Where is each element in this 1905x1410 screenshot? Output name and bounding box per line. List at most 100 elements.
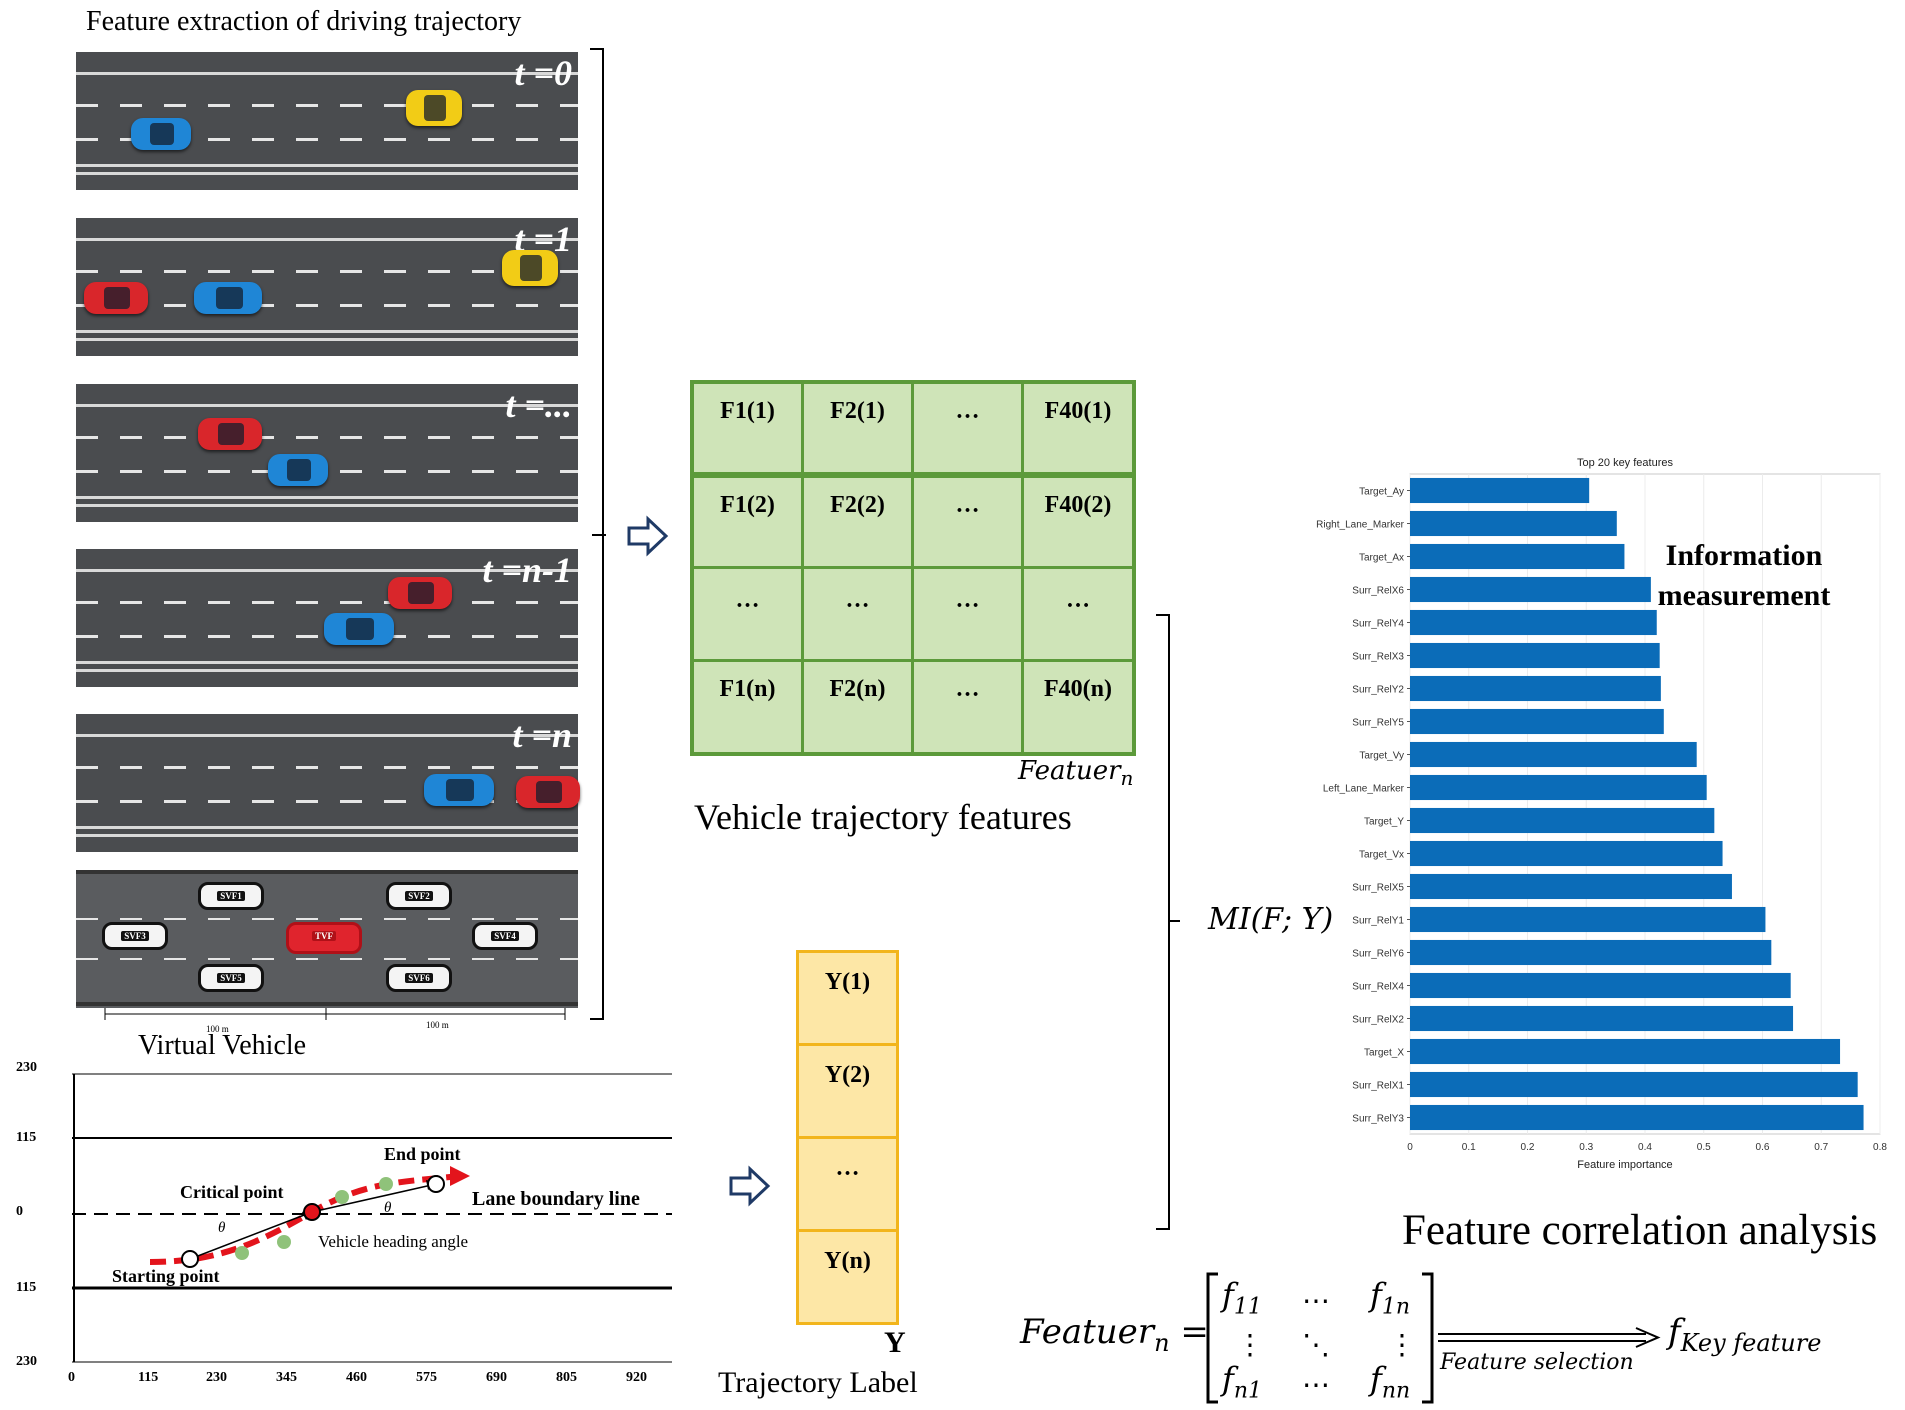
chart-title: Top 20 key features bbox=[1577, 457, 1674, 469]
bar bbox=[1410, 609, 1657, 636]
vehicle-svf1: SVF1 bbox=[198, 882, 264, 910]
vehicle-yellow bbox=[406, 90, 462, 126]
x-tick-label: 0.2 bbox=[1521, 1142, 1535, 1153]
matrix-cell: F2(1) bbox=[802, 382, 913, 474]
feature-selection-label: Feature selection bbox=[1440, 1350, 1634, 1375]
label-cell: … bbox=[796, 1136, 899, 1232]
vehicle-yellow bbox=[502, 250, 558, 286]
mi-bracket bbox=[1156, 614, 1170, 1230]
vehicle-blue bbox=[131, 118, 191, 150]
category-label: Surr_RelY5 bbox=[1352, 718, 1404, 729]
bar bbox=[1410, 708, 1664, 735]
time-label: t =n bbox=[512, 715, 572, 755]
road-frame-t-n-1: t =n-1 bbox=[76, 549, 578, 687]
x-tick-label: 0.4 bbox=[1638, 1142, 1652, 1153]
category-label: Surr_RelY6 bbox=[1352, 949, 1404, 960]
vehicle-tvf: TVF bbox=[286, 922, 362, 954]
equation-rhs: fKey feature bbox=[1668, 1312, 1822, 1357]
starting-point-label: Starting point bbox=[112, 1266, 220, 1286]
vehicle-svf6: SVF6 bbox=[386, 964, 452, 992]
x-tick: 920 bbox=[626, 1370, 647, 1385]
category-label: Surr_RelX3 bbox=[1352, 652, 1404, 663]
vehicle-blue bbox=[424, 774, 494, 806]
x-tick-label: 0.8 bbox=[1873, 1142, 1887, 1153]
matrix-cell: F2(2) bbox=[802, 474, 913, 568]
y-tick: 115 bbox=[16, 1130, 37, 1145]
bar bbox=[1410, 642, 1660, 669]
x-tick-label: 0 bbox=[1407, 1142, 1413, 1153]
label-cell: Y(n) bbox=[796, 1229, 899, 1325]
category-label: Target_Ax bbox=[1359, 553, 1404, 564]
category-label: Surr_RelX5 bbox=[1352, 883, 1404, 894]
distance-scale bbox=[104, 1008, 566, 1020]
category-label: Surr_RelY2 bbox=[1352, 685, 1404, 696]
matrix-cell: … bbox=[802, 567, 913, 661]
x-tick: 805 bbox=[556, 1370, 577, 1385]
vehicle-red bbox=[198, 418, 262, 450]
x-tick: 690 bbox=[486, 1370, 507, 1385]
x-axis-label: Feature importance bbox=[1577, 1159, 1672, 1171]
category-label: Target_X bbox=[1364, 1048, 1404, 1059]
category-label: Surr_RelY1 bbox=[1352, 916, 1404, 927]
mi-bracket-tick bbox=[1168, 920, 1180, 922]
x-tick: 345 bbox=[276, 1370, 297, 1385]
vehicle-svf3: SVF3 bbox=[102, 922, 168, 950]
x-tick-label: 0.5 bbox=[1697, 1142, 1711, 1153]
matrix-cell: F40(n) bbox=[1022, 660, 1134, 754]
heading-angle-label: Vehicle heading angle bbox=[318, 1232, 469, 1251]
feature-matrix-caption: Vehicle trajectory features bbox=[694, 797, 1072, 837]
frames-bracket-tick bbox=[592, 534, 606, 536]
category-label: Left_Lane_Marker bbox=[1323, 784, 1405, 795]
svg-text:⋮: ⋮ bbox=[1236, 1328, 1264, 1361]
bar bbox=[1410, 972, 1791, 999]
svg-text:⋯: ⋯ bbox=[1302, 1284, 1330, 1317]
category-label: Surr_RelX2 bbox=[1352, 1015, 1404, 1026]
end-point-label: End point bbox=[384, 1144, 461, 1164]
matrix-cell: F40(1) bbox=[1022, 382, 1134, 474]
matrix-cell: … bbox=[1022, 567, 1134, 661]
category-label: Target_Vy bbox=[1359, 751, 1404, 762]
x-tick-label: 0.7 bbox=[1814, 1142, 1828, 1153]
vehicle-red bbox=[388, 577, 452, 609]
matrix-cell: … bbox=[912, 660, 1023, 754]
arrow-right-icon bbox=[729, 1165, 771, 1207]
label-symbol: Y bbox=[884, 1326, 906, 1359]
matrix-cell: … bbox=[912, 474, 1023, 568]
y-tick: 230 bbox=[16, 1060, 37, 1075]
selection-arrow bbox=[1438, 1327, 1661, 1348]
matrix-entry-f1n: f1n bbox=[1370, 1276, 1411, 1320]
matrix-cell: … bbox=[692, 567, 803, 661]
matrix-cell: … bbox=[912, 567, 1023, 661]
vehicle-svf2: SVF2 bbox=[386, 882, 452, 910]
category-label: Surr_RelY3 bbox=[1352, 1114, 1404, 1125]
bar bbox=[1410, 576, 1651, 603]
category-label: Target_Ay bbox=[1359, 487, 1404, 498]
matrix-brackets: ⋯ ⋯ ⋮ ⋮ ⋱ bbox=[1206, 1272, 1434, 1404]
svg-text:⋮: ⋮ bbox=[1388, 1328, 1416, 1361]
critical-point-label: Critical point bbox=[180, 1182, 284, 1202]
road-frame-tn: t =n bbox=[76, 714, 580, 852]
x-tick-label: 0.3 bbox=[1579, 1142, 1593, 1153]
y-tick: 0 bbox=[16, 1204, 23, 1219]
time-label: t =n-1 bbox=[482, 550, 572, 590]
vehicle-red bbox=[516, 776, 580, 808]
virtual-vehicle-road: SVF1 SVF2 SVF3 TVF SVF4 SVF5 SVF6 bbox=[76, 870, 578, 1008]
correlation-caption: Feature correlation analysis bbox=[1402, 1207, 1878, 1254]
y-tick: 115 bbox=[16, 1280, 37, 1295]
matrix-cell: F1(1) bbox=[692, 382, 803, 474]
distance-label: 100 m bbox=[206, 1024, 229, 1034]
matrix-cell: F40(2) bbox=[1022, 474, 1134, 568]
bar bbox=[1410, 939, 1772, 966]
label-cell: Y(2) bbox=[796, 1043, 899, 1139]
road-frame-t0: t =0 bbox=[76, 52, 578, 190]
label-cell: Y(1) bbox=[796, 950, 899, 1046]
left-panel-title: Feature extraction of driving trajectory bbox=[86, 6, 522, 37]
x-tick: 0 bbox=[68, 1370, 75, 1385]
category-label: Surr_RelY4 bbox=[1352, 619, 1404, 630]
virtual-vehicle-caption: Virtual Vehicle bbox=[138, 1030, 307, 1061]
bar bbox=[1410, 906, 1766, 933]
category-label: Surr_RelX1 bbox=[1352, 1081, 1404, 1092]
svg-text:⋱: ⋱ bbox=[1302, 1328, 1330, 1361]
